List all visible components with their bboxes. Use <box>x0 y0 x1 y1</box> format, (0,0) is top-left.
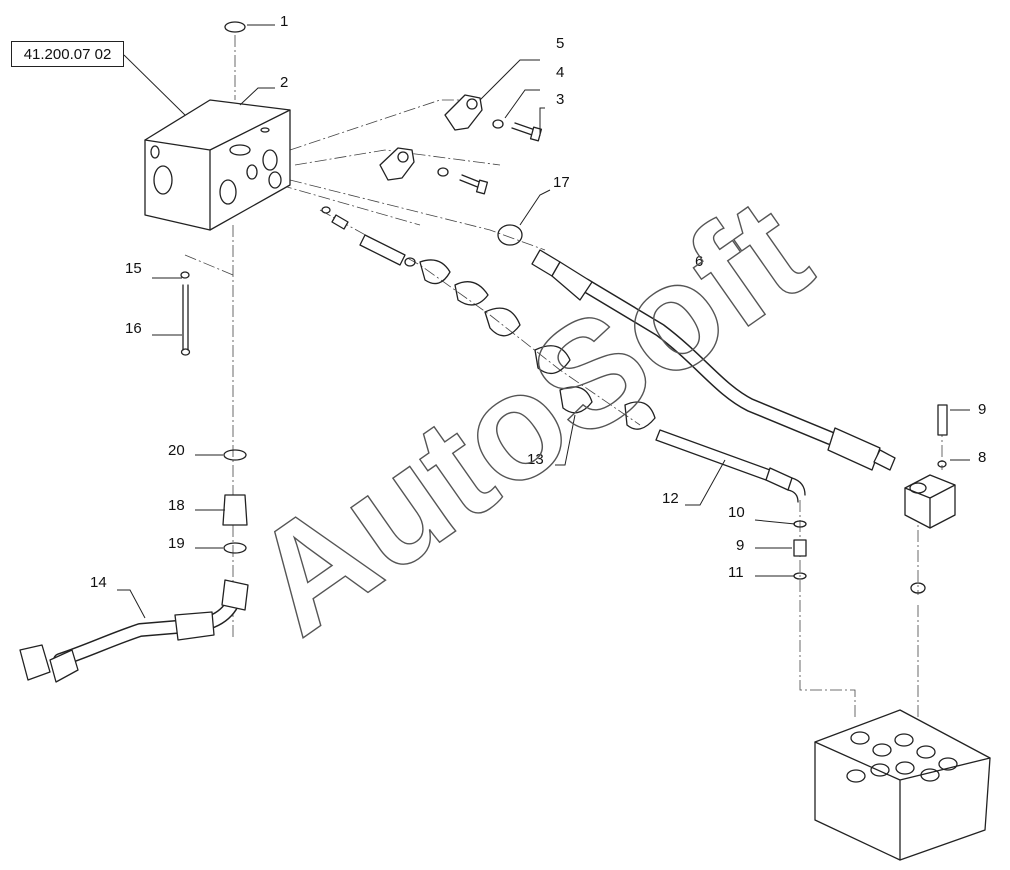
callout-16: 16 <box>125 320 142 337</box>
callout-20: 20 <box>168 442 185 459</box>
control-valve-block <box>814 709 991 861</box>
callout-9-bottom: 9 <box>736 537 744 554</box>
hose-14 <box>19 579 249 683</box>
callout-13: 13 <box>527 451 544 468</box>
callout-18: 18 <box>168 497 185 514</box>
reference-code-box: 41.200.07 02 <box>11 41 124 67</box>
callout-6: 6 <box>695 253 703 270</box>
callout-17: 17 <box>553 174 570 191</box>
bolt-16 <box>180 271 191 356</box>
adapter-18 <box>222 449 248 554</box>
callout-11: 11 <box>728 564 744 581</box>
callout-8: 8 <box>978 449 986 466</box>
callout-14: 14 <box>90 574 107 591</box>
callout-9-top: 9 <box>978 401 986 418</box>
flange-block <box>904 404 956 594</box>
leader-lines <box>117 24 970 619</box>
callout-2: 2 <box>280 74 288 91</box>
valve-block <box>144 99 291 231</box>
callout-10: 10 <box>728 504 745 521</box>
callout-15: 15 <box>125 260 142 277</box>
callout-5: 5 <box>556 35 564 52</box>
o-ring-17 <box>497 224 523 246</box>
o-ring-1 <box>224 21 246 33</box>
callout-1: 1 <box>280 13 288 30</box>
clamp-brackets <box>379 94 543 195</box>
callout-19: 19 <box>168 535 185 552</box>
callout-labels: 1 2 3 4 5 6 8 9 9 10 11 12 13 14 15 16 1… <box>90 13 986 591</box>
pipe-12 <box>655 429 807 580</box>
fittings-and-hose-clamps <box>321 206 656 430</box>
callout-3: 3 <box>556 91 564 108</box>
callout-4: 4 <box>556 64 564 81</box>
watermark: AutoSoft <box>222 165 837 666</box>
callout-12: 12 <box>662 490 679 507</box>
hose-6 <box>531 249 896 471</box>
